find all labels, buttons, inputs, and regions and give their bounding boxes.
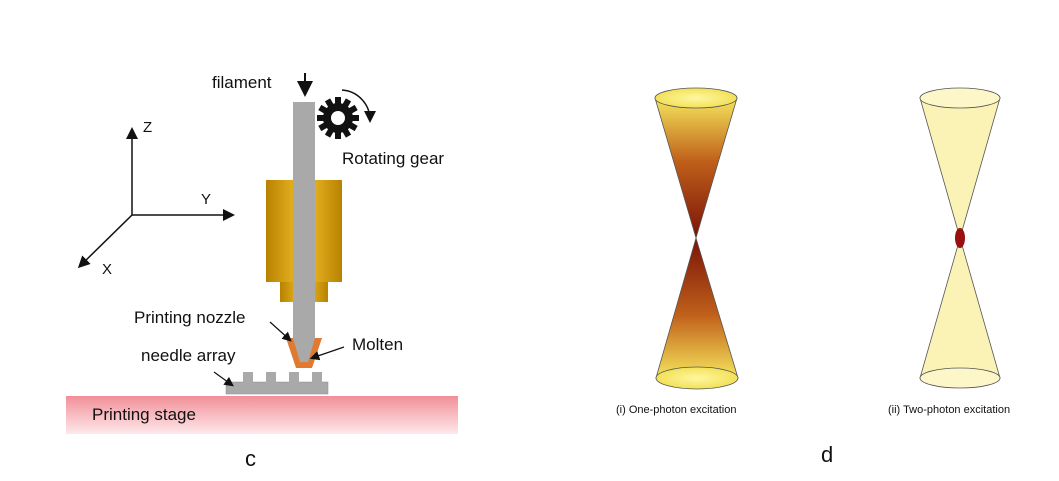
two-photon-cone bbox=[919, 87, 1001, 389]
axis-x-label: X bbox=[102, 261, 112, 278]
axes-diagram: Z Y X bbox=[77, 119, 235, 278]
rotation-arrow bbox=[341, 89, 377, 123]
one-photon-cone bbox=[654, 87, 739, 390]
needle-array-label: needle array bbox=[141, 346, 236, 365]
filament-label: filament bbox=[212, 73, 272, 92]
two-photon-caption: (ii) Two-photon excitation bbox=[888, 404, 1010, 416]
axis-z-label: Z bbox=[143, 119, 152, 136]
panel-c: Z Y X Printing stage needle array bbox=[66, 73, 458, 471]
x-axis-arrow bbox=[77, 214, 133, 269]
molten-label: Molten bbox=[352, 335, 403, 354]
panel-c-letter: c bbox=[245, 446, 256, 471]
nozzle-pointer bbox=[269, 321, 292, 342]
molten-pointer bbox=[309, 346, 345, 361]
one-photon-caption: (i) One-photon excitation bbox=[616, 404, 736, 416]
filament bbox=[293, 102, 315, 340]
needle-array bbox=[225, 372, 329, 395]
gear-icon bbox=[317, 97, 359, 139]
rotating-gear-label: Rotating gear bbox=[342, 149, 444, 168]
printing-nozzle bbox=[286, 338, 322, 368]
printing-stage bbox=[66, 396, 458, 434]
panel-d-letter: d bbox=[821, 442, 833, 467]
panel-d: (i) One-photon excitation (ii) Two-photo… bbox=[616, 87, 1010, 467]
printing-nozzle-label: Printing nozzle bbox=[134, 308, 246, 327]
printing-stage-label: Printing stage bbox=[92, 405, 196, 424]
focal-spot bbox=[955, 228, 965, 248]
axis-y-label: Y bbox=[201, 191, 211, 208]
needle-array-pointer bbox=[213, 371, 234, 387]
